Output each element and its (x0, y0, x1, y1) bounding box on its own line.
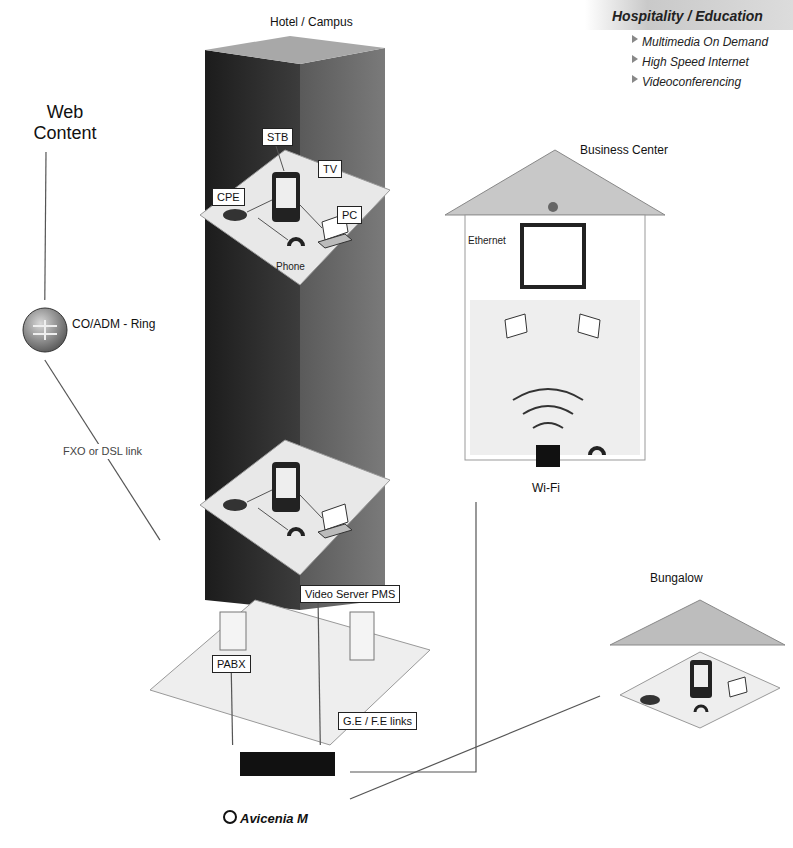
equipment-box: PABX (212, 655, 251, 673)
service-item: Videoconferencing (642, 75, 741, 89)
bungalow-devices (640, 660, 747, 712)
house-roof (445, 150, 665, 215)
device-box: PC (337, 206, 362, 224)
server-cabinet (350, 612, 374, 660)
bullet-mark (632, 35, 638, 43)
lamp (548, 202, 558, 212)
service-item: High Speed Internet (642, 55, 749, 69)
bungalow-floor (620, 652, 780, 728)
source-label-wrap: Web Content (20, 102, 110, 144)
connector-line (45, 152, 46, 300)
base-platform (150, 600, 430, 745)
router-arrows (33, 320, 57, 340)
box-label: STB (263, 129, 292, 145)
brand-logo (224, 811, 236, 823)
access-device: Avicenia M (215, 745, 350, 835)
bullet-mark (632, 75, 638, 83)
router-label: CO/ADM - Ring (72, 317, 155, 331)
room-devices (223, 462, 352, 538)
screen (522, 225, 584, 287)
connector-line (318, 603, 320, 745)
diagram-title-wrap: Hospitality / Education (612, 7, 763, 25)
box-label: CPE (213, 189, 244, 205)
service-item-wrap: High Speed Internet (642, 52, 749, 70)
source-label: Web Content (20, 102, 110, 144)
business-center: Business CenterEthernetWi-Fi (440, 130, 680, 502)
box-label: Video Server PMS (301, 586, 399, 602)
building-label-wrap: Business Center (580, 140, 668, 158)
device-label: Phone (276, 261, 305, 272)
brand-label-wrap: Avicenia M (240, 809, 308, 827)
device-label-wrap: Phone (276, 256, 305, 274)
edge-label: FXO or DSL link (61, 444, 144, 459)
floor-plan (470, 300, 640, 455)
service-item: Multimedia On Demand (642, 35, 768, 49)
bullet-mark (632, 55, 638, 63)
floor-platform (200, 150, 390, 285)
building-label: Hotel / Campus (270, 15, 353, 29)
building-label-wrap: Bungalow (650, 568, 703, 586)
router-label-wrap: CO/ADM - Ring (72, 314, 155, 332)
box-label: PC (338, 207, 361, 223)
device-label: Wi-Fi (532, 481, 560, 495)
device-label-wrap: Wi-Fi (532, 478, 560, 496)
port-label: Ethernet (468, 235, 506, 246)
wifi-router (536, 445, 560, 467)
connector-line (350, 502, 476, 772)
brand-label: Avicenia M (240, 811, 308, 826)
port-label-wrap: Ethernet (468, 230, 506, 248)
connector-line (231, 673, 232, 745)
device-box: CPE (212, 188, 245, 206)
box-label: PABX (213, 656, 250, 672)
wifi-waves (513, 389, 583, 428)
connector-line (45, 360, 160, 540)
link-box: G.E / F.E links (338, 712, 417, 730)
hotel-tower: Hotel / CampusSTB TV CPE PC PABX Video Server… (160, 5, 430, 740)
building-label: Business Center (580, 143, 668, 157)
building-label: Bungalow (650, 571, 703, 585)
title-band (585, 0, 793, 30)
device-box: TV (318, 160, 342, 178)
edge-label-wrap: FXO or DSL link (61, 441, 144, 459)
content-source: Web Content (20, 100, 113, 152)
floor-platform (200, 440, 390, 575)
laptops (505, 314, 600, 338)
equipment-box: Video Server PMS (300, 585, 400, 603)
device-box: STB (262, 128, 293, 146)
service-item-wrap: Multimedia On Demand (642, 32, 768, 50)
box-label: TV (319, 161, 341, 177)
service-item-wrap: Videoconferencing (642, 72, 741, 90)
building-label-wrap: Hotel / Campus (270, 12, 353, 30)
tower-roof (205, 36, 385, 64)
bungalow: Bungalow (600, 560, 790, 730)
router-symbol (23, 308, 67, 352)
diagram-title: Hospitality / Education (612, 8, 763, 24)
pabx-cabinet (220, 612, 246, 650)
bungalow-roof (610, 600, 785, 645)
house-wall (465, 215, 645, 460)
phone-icon (590, 448, 604, 455)
router-node: CO/ADM - Ring (20, 300, 185, 360)
avicenia-device (240, 752, 335, 776)
box-label: G.E / F.E links (339, 713, 416, 729)
